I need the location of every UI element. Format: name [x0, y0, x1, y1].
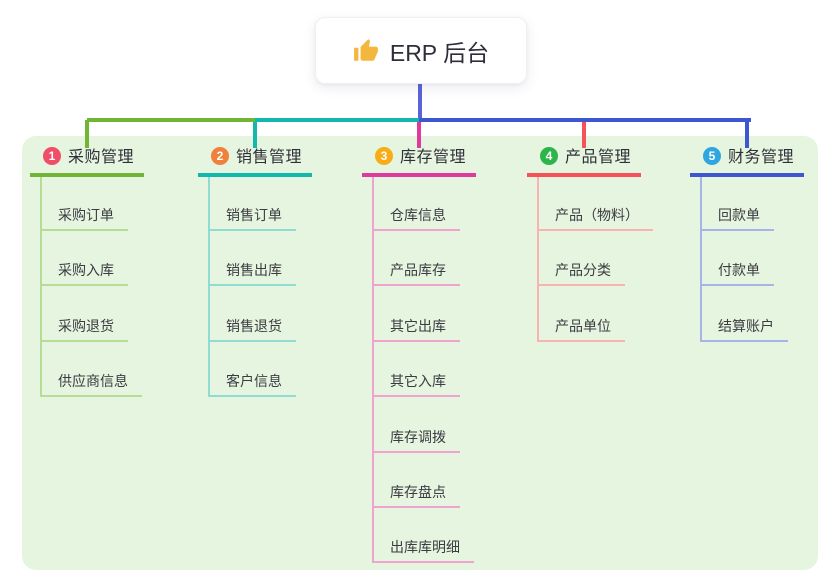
leaf-node[interactable]: 客户信息 — [208, 371, 296, 398]
leaf-node[interactable]: 销售订单 — [208, 205, 296, 231]
leaf-node[interactable]: 库存调拨 — [372, 427, 460, 453]
child-connector-line — [700, 177, 702, 342]
branch-number-badge: 2 — [211, 146, 229, 165]
branch-title[interactable]: 1 采购管理 — [30, 136, 144, 177]
branch-line-1 — [87, 118, 255, 122]
branch-line-5 — [419, 118, 751, 122]
leaf-node[interactable]: 供应商信息 — [40, 371, 142, 398]
thumbs-up-icon — [353, 38, 379, 64]
leaf-node[interactable]: 产品单位 — [537, 316, 625, 342]
branch-5: 5 财务管理回款单付款单结算账户 — [690, 136, 839, 576]
leaf-node[interactable]: 其它出库 — [372, 316, 460, 342]
leaf-node[interactable]: 采购订单 — [40, 205, 128, 231]
branch-title[interactable]: 3 库存管理 — [362, 136, 476, 177]
branch-line-2 — [255, 118, 419, 122]
leaf-node[interactable]: 结算账户 — [700, 316, 788, 342]
drop-line-1 — [85, 120, 89, 148]
branch-title[interactable]: 4 产品管理 — [527, 136, 641, 177]
branch-title-label: 采购管理 — [68, 148, 135, 166]
drop-line-5 — [745, 120, 749, 148]
leaf-node[interactable]: 回款单 — [700, 205, 774, 231]
leaf-node[interactable]: 销售退货 — [208, 316, 296, 342]
leaf-node[interactable]: 销售出库 — [208, 260, 296, 287]
branch-2: 2 销售管理销售订单销售出库销售退货客户信息 — [198, 136, 368, 576]
branch-title-label: 销售管理 — [236, 148, 303, 166]
leaf-node[interactable]: 仓库信息 — [372, 205, 460, 231]
drop-line-4 — [582, 120, 586, 148]
root-connector-line — [418, 82, 422, 122]
branch-3: 3 库存管理仓库信息产品库存其它出库其它入库库存调拨库存盘点出库库明细 — [362, 136, 532, 576]
leaf-node[interactable]: 采购退货 — [40, 316, 128, 342]
branch-number-badge: 5 — [703, 146, 721, 165]
branch-number-badge: 1 — [43, 146, 61, 165]
leaf-node[interactable]: 采购入库 — [40, 260, 128, 287]
child-connector-line — [40, 177, 42, 398]
branch-1: 1 采购管理采购订单采购入库采购退货供应商信息 — [30, 136, 200, 576]
branch-number-badge: 4 — [540, 146, 558, 165]
branch-title[interactable]: 2 销售管理 — [198, 136, 312, 177]
leaf-node[interactable]: 产品分类 — [537, 260, 625, 287]
drop-line-2 — [253, 120, 257, 148]
child-connector-line — [208, 177, 210, 398]
leaf-node[interactable]: 出库库明细 — [372, 537, 474, 564]
leaf-node[interactable]: 产品（物料） — [537, 205, 653, 231]
mindmap-panel — [22, 136, 818, 570]
leaf-node[interactable]: 库存盘点 — [372, 482, 460, 508]
root-node[interactable]: ERP 后台 — [315, 17, 527, 84]
drop-line-3 — [417, 120, 421, 148]
root-label: ERP 后台 — [389, 39, 490, 66]
child-connector-line — [537, 177, 539, 342]
branch-number-badge: 3 — [375, 146, 393, 165]
leaf-node[interactable]: 产品库存 — [372, 260, 460, 287]
branch-4: 4 产品管理产品（物料） 产品分类产品单位 — [527, 136, 697, 576]
branch-title-label: 财务管理 — [728, 148, 795, 166]
child-connector-line — [372, 177, 374, 564]
leaf-node[interactable]: 付款单 — [700, 260, 774, 287]
branch-title-label: 库存管理 — [400, 148, 467, 166]
leaf-node[interactable]: 其它入库 — [372, 371, 460, 398]
branch-title[interactable]: 5 财务管理 — [690, 136, 804, 177]
branch-title-label: 产品管理 — [565, 148, 632, 166]
